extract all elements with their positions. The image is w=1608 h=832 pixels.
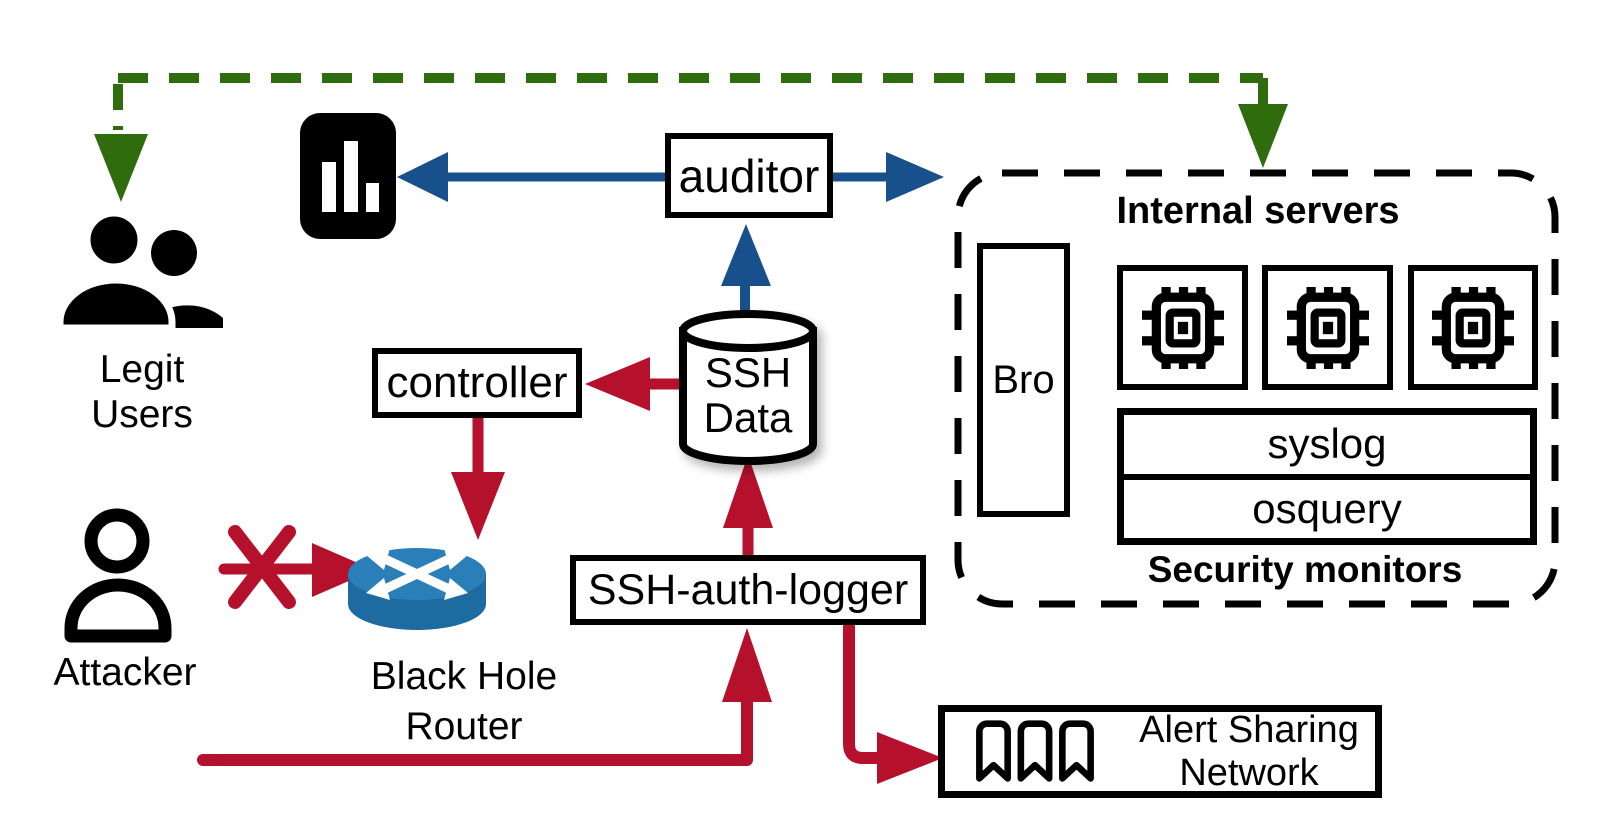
blue-arrowhead-up — [721, 224, 771, 286]
ssh-auth-logger-label: SSH-auth-logger — [587, 565, 909, 614]
auditor-label: auditor — [678, 149, 820, 202]
black-hole-router-label: Black Hole Router — [370, 655, 558, 748]
green-arrowhead-down-right — [1238, 104, 1288, 168]
person-icon — [64, 508, 172, 643]
controller-label: controller — [386, 358, 568, 407]
cpu-chip-icon — [1142, 287, 1224, 369]
blue-arrowhead-right — [886, 152, 944, 202]
server-node-3 — [1408, 265, 1538, 390]
bro-label: Bro — [992, 357, 1055, 402]
security-monitors-label: Security monitors — [1147, 549, 1463, 590]
attacker-label: Attacker — [53, 651, 197, 694]
alert-sharing-network-label: Alert Sharing Network — [1139, 708, 1359, 794]
green-arrowhead-down-left — [94, 134, 148, 202]
ssh-auth-logger-node: SSH-auth-logger — [570, 555, 926, 625]
osquery-label: osquery — [1252, 484, 1402, 532]
server-node-2 — [1262, 265, 1393, 390]
cpu-chip-icon — [1287, 287, 1369, 369]
syslog-node: syslog — [1124, 415, 1530, 480]
bro-node: Bro — [977, 243, 1070, 517]
internal-servers-dashed-box — [954, 169, 1559, 608]
internal-servers-title: Internal servers — [1116, 190, 1400, 232]
blue-audit-flow — [397, 152, 944, 318]
green-dashed-flow — [94, 73, 1288, 202]
bookmark-icons — [957, 719, 1113, 785]
database-cylinder-icon — [679, 310, 817, 465]
alert-sharing-network-node: Alert Sharing Network — [938, 705, 1382, 798]
log-agents-stack: syslog osquery — [1117, 408, 1537, 545]
cpu-chip-icon — [1432, 287, 1514, 369]
legit-users-label: Legit Users — [91, 348, 193, 436]
red-attack-flow — [197, 357, 943, 784]
blue-arrowhead-left — [397, 152, 448, 202]
users-icon — [56, 209, 223, 332]
ssh-data-label: SSH Data — [703, 349, 793, 441]
blocked-x-mark — [228, 525, 296, 609]
auditor-node: auditor — [665, 133, 833, 218]
bar-chart-icon — [300, 113, 396, 239]
router-icon — [348, 548, 486, 630]
server-node-1 — [1117, 265, 1248, 390]
osquery-node: osquery — [1124, 480, 1530, 539]
controller-node: controller — [372, 348, 582, 418]
syslog-label: syslog — [1267, 420, 1387, 468]
